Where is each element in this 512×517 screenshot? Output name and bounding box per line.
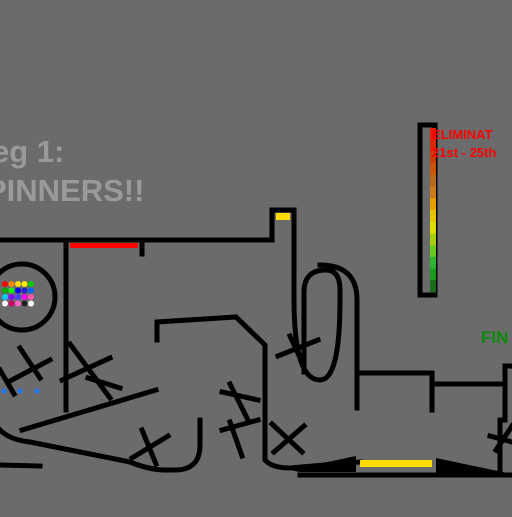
course-title: eg 1:	[0, 134, 65, 169]
elimination-bar-segment	[430, 280, 436, 293]
marble	[15, 294, 21, 300]
marble	[2, 281, 8, 287]
marble	[2, 294, 8, 300]
marble	[8, 287, 15, 294]
elimination-bar-segment	[430, 198, 436, 211]
blue-marble	[17, 388, 23, 394]
marble	[21, 287, 28, 294]
marble-start-chamber	[0, 261, 58, 333]
elimination-bar-segment	[430, 151, 436, 164]
course-subtitle: PINNERS!!	[0, 173, 145, 208]
elimination-title: ELIMINAT	[432, 127, 493, 142]
red-gate	[70, 243, 138, 248]
elimination-range: 21st - 25th	[432, 145, 497, 160]
elimination-bar-segment	[430, 245, 436, 258]
yellow-gate-bottom	[360, 460, 432, 467]
track-top-rail	[0, 207, 297, 303]
track-ramp	[290, 456, 356, 472]
elimination-bar-segment	[430, 139, 436, 152]
marble	[28, 294, 34, 300]
marble	[28, 281, 34, 287]
marble	[8, 300, 15, 307]
marble-cluster	[2, 281, 34, 307]
yellow-gate-top	[276, 213, 290, 220]
marble	[8, 281, 15, 287]
elimination-color-bar	[430, 128, 436, 293]
marble	[15, 300, 21, 307]
marble	[21, 281, 28, 287]
elimination-bar-segment	[430, 163, 436, 176]
track-s-curve	[291, 267, 343, 383]
track-lower-floor	[18, 386, 160, 434]
elimination-bar-segment	[430, 174, 436, 188]
finish-label: FIN	[481, 328, 509, 347]
marble	[28, 287, 34, 294]
marble	[21, 294, 28, 300]
track-right-box	[354, 370, 435, 413]
track-chute	[154, 314, 268, 443]
marble	[2, 300, 8, 307]
elimination-bar-segment	[430, 221, 436, 234]
elimination-bar-segment	[430, 128, 436, 141]
marble	[2, 287, 8, 294]
elimination-bar-segment	[430, 268, 436, 281]
elimination-bar-segment	[430, 186, 436, 199]
blue-marble	[1, 388, 7, 394]
marble	[15, 287, 21, 294]
elimination-bar-segment	[430, 233, 436, 246]
marble	[28, 300, 34, 307]
marble	[15, 281, 21, 287]
elimination-bar-segment	[430, 256, 436, 270]
elimination-bar-segment	[430, 210, 436, 223]
marble	[8, 294, 15, 300]
blue-marble	[34, 388, 40, 394]
marble	[21, 300, 28, 307]
